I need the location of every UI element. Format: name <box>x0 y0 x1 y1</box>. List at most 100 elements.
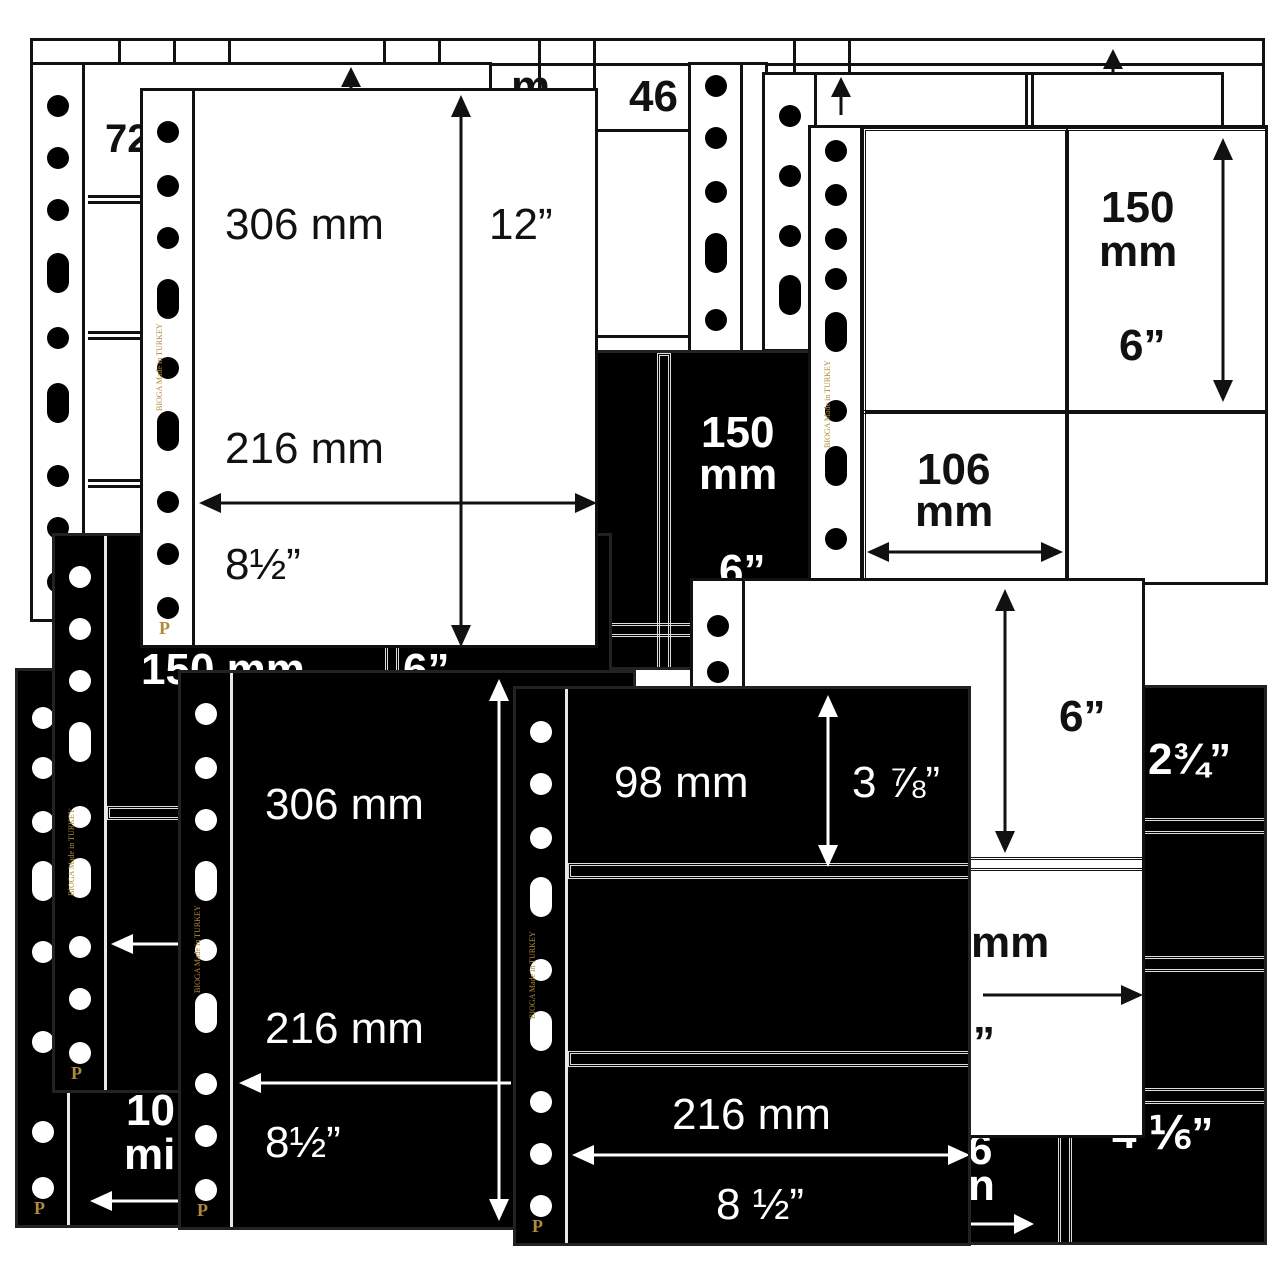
pocket-divider <box>1031 75 1034 135</box>
punch-hole <box>68 858 91 898</box>
height-mm-label: 306 mm <box>225 200 384 249</box>
pocket-divider <box>438 41 441 71</box>
punch-hole <box>31 1031 54 1053</box>
punch-hole <box>704 309 727 331</box>
height-in-label: 3 ⅞” <box>852 758 941 807</box>
brand-logo: P <box>197 1200 208 1220</box>
height-mm-label: 150 <box>701 408 775 457</box>
pocket <box>1066 410 1265 582</box>
punch-hole <box>778 105 801 127</box>
punch-hole <box>46 465 69 487</box>
punch-hole <box>46 253 69 293</box>
height-mm-label: 150 <box>1101 183 1175 232</box>
punch-hole <box>46 383 69 423</box>
punch-hole <box>194 939 217 961</box>
punch-hole <box>31 1121 54 1143</box>
black-sheet-three-pocket: BIOGA Made in TURKEY P 98 mm 3 ⅞” 216 mm… <box>513 686 971 1246</box>
punch-hole <box>824 312 847 352</box>
pocket-divider <box>88 337 148 340</box>
punch-hole <box>194 809 217 831</box>
punch-hole <box>31 757 54 779</box>
punch-hole <box>706 661 729 683</box>
height-in-label: 6” <box>1119 321 1166 370</box>
punch-hole <box>156 597 179 619</box>
punch-hole <box>68 618 91 640</box>
pocket-divider <box>593 41 596 131</box>
width-mm-label: 216 mm <box>225 424 384 473</box>
punch-hole <box>156 491 179 513</box>
brand-mark: BIOGA Made in TURKEY <box>67 808 76 896</box>
width-in-label: 8 ½” <box>716 1180 805 1229</box>
pocket-divider <box>383 41 386 71</box>
punch-hole <box>194 861 217 901</box>
pocket-divider <box>88 195 148 198</box>
punch-hole <box>704 233 727 273</box>
back-white-sheet-strip <box>688 62 768 362</box>
punch-hole <box>194 703 217 725</box>
white-sheet-one-pocket: BIOGA Made in TURKEY P 306 mm 12” 216 mm… <box>140 88 598 648</box>
punch-hole <box>194 1073 217 1095</box>
punch-hole <box>156 175 179 197</box>
punched-strip <box>143 91 195 645</box>
punch-hole <box>68 806 91 828</box>
partial-label: n <box>968 1161 995 1210</box>
punch-hole <box>824 184 847 206</box>
punch-hole <box>529 1143 552 1165</box>
punch-hole <box>68 936 91 958</box>
punch-hole <box>824 528 847 550</box>
punched-strip <box>691 65 743 359</box>
punch-hole <box>529 877 552 917</box>
pocket-divider <box>1025 75 1028 135</box>
punched-strip <box>55 536 107 1090</box>
punched-strip <box>811 128 863 582</box>
width-mm-label: 106 <box>917 445 991 494</box>
partial-label: 10 <box>126 1086 175 1135</box>
punch-hole <box>156 227 179 249</box>
brand-logo: P <box>34 1198 45 1218</box>
partial-label: mi <box>124 1130 176 1179</box>
punch-hole <box>778 275 801 315</box>
punched-strip <box>181 673 233 1227</box>
width-mm-label: mm <box>915 487 994 536</box>
punch-hole <box>704 127 727 149</box>
punch-hole <box>31 707 54 729</box>
height-mm-label: mm <box>1099 227 1178 276</box>
punch-hole <box>529 959 552 981</box>
punch-hole <box>31 811 54 833</box>
pocket-divider <box>568 863 968 879</box>
partial-label: mm <box>971 918 1050 967</box>
punch-hole <box>529 721 552 743</box>
punch-hole <box>704 75 727 97</box>
brand-logo: P <box>159 618 170 638</box>
brand-mark: BIOGA Made in TURKEY <box>193 905 202 993</box>
punch-hole <box>194 757 217 779</box>
punch-hole <box>529 1091 552 1113</box>
punch-hole <box>824 228 847 250</box>
punch-hole <box>46 199 69 221</box>
punch-hole <box>194 1179 217 1201</box>
punch-hole <box>68 722 91 762</box>
punch-hole <box>156 121 179 143</box>
punch-hole <box>156 357 179 379</box>
brand-mark: BIOGA Made in TURKEY <box>823 360 832 448</box>
punch-hole <box>156 543 179 565</box>
punch-hole <box>194 1125 217 1147</box>
punch-hole <box>156 279 179 319</box>
punch-hole <box>46 327 69 349</box>
pocket-divider <box>88 331 148 334</box>
width-mm-label: 216 mm <box>672 1090 831 1139</box>
pocket-divider <box>173 41 176 71</box>
width-in-label: 8½” <box>225 540 301 589</box>
punch-hole <box>68 988 91 1010</box>
punch-hole <box>529 773 552 795</box>
partial-label: ” <box>973 1018 995 1067</box>
punch-hole <box>31 941 54 963</box>
pocket-divider <box>588 129 738 132</box>
punch-hole <box>31 861 54 901</box>
width-mm-label: 216 mm <box>265 1004 424 1053</box>
pocket-divider <box>657 353 671 667</box>
punched-strip <box>516 689 568 1243</box>
width-in-label: 8½” <box>265 1118 341 1167</box>
brand-mark: BIOGA Made in TURKEY <box>155 323 164 411</box>
punch-hole <box>704 181 727 203</box>
